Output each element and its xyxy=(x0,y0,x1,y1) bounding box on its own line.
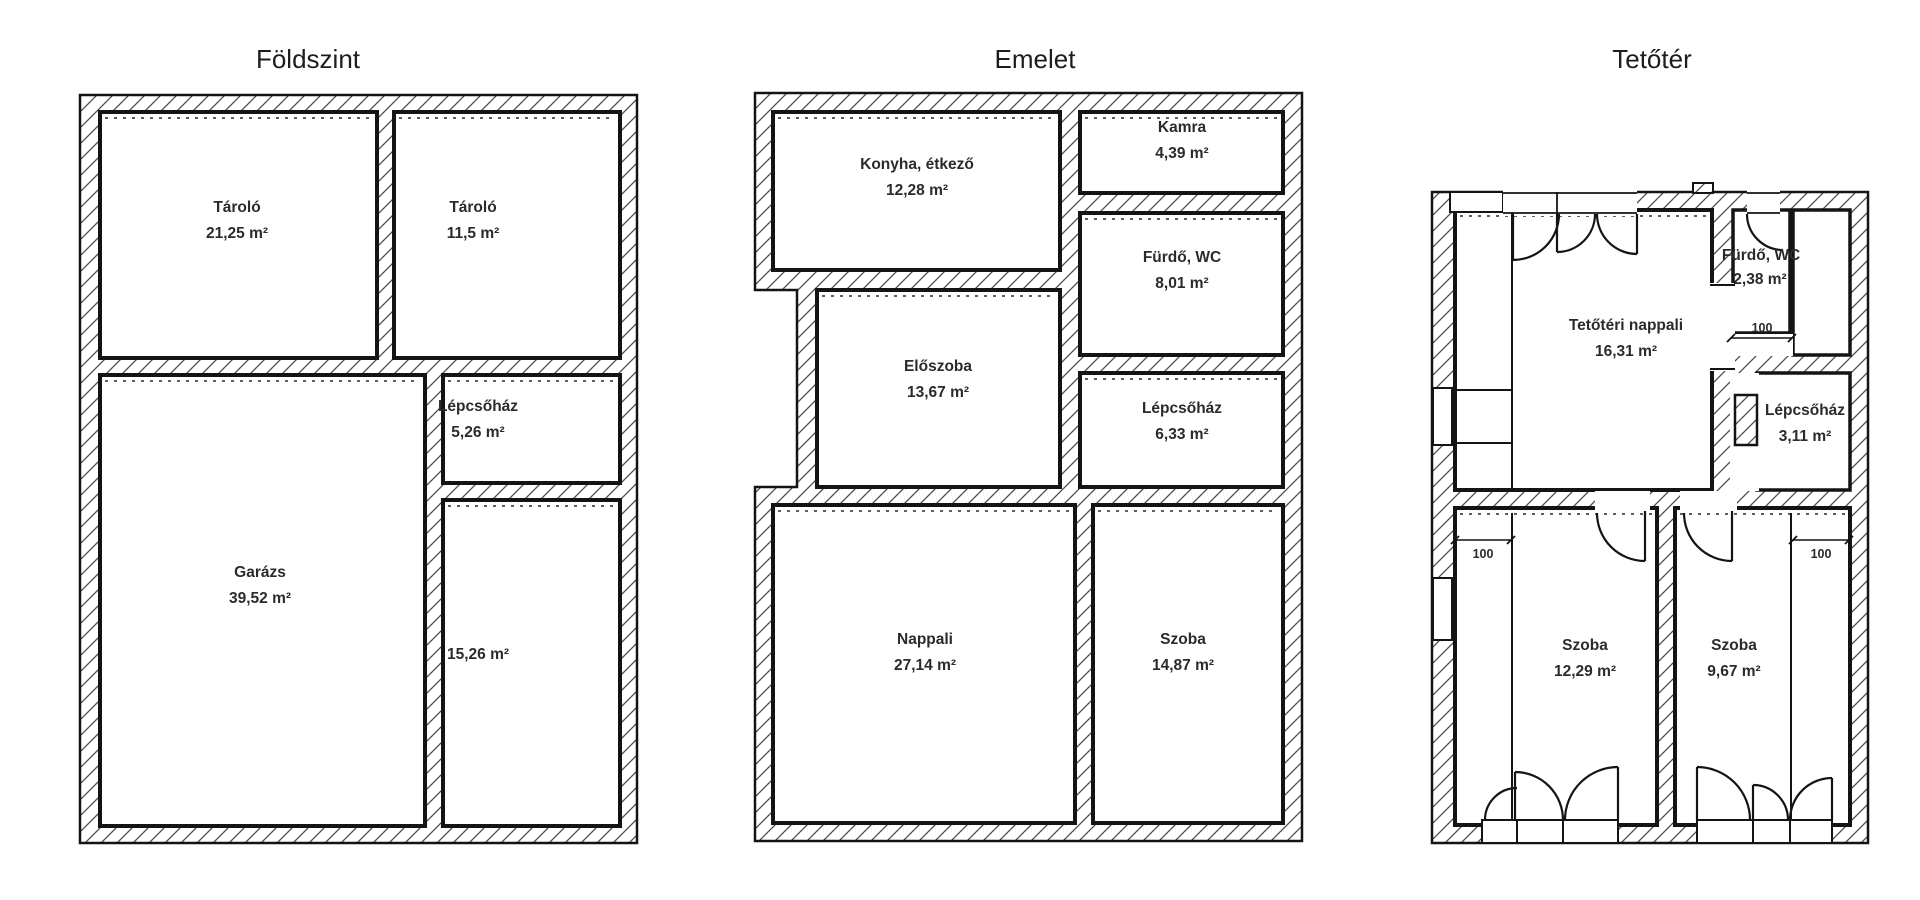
room-name-label: Kamra xyxy=(1158,119,1207,136)
room-tarolo-2 xyxy=(392,110,622,360)
door-gap-nappali-furdo xyxy=(1710,283,1735,371)
insulation-dashes-foldszint xyxy=(105,117,615,507)
room-name-label: Lépcsőház xyxy=(1142,400,1222,417)
room-1526 xyxy=(441,498,622,828)
room-lepcsohaz-foldszint xyxy=(441,373,622,485)
dimension-szoba-left: 100 xyxy=(1450,535,1516,561)
room-name-label: Fürdő, WC xyxy=(1143,249,1221,266)
room-lepcsohaz-tetoter xyxy=(1755,371,1852,492)
room-kamra xyxy=(1078,110,1285,195)
wall-stub xyxy=(1733,393,1759,447)
floorplan-emelet: Emelet Konyha, étkező 12,28 m² Kamra 4,3… xyxy=(753,44,1304,843)
room-area-label: 2,38 m² xyxy=(1733,271,1786,288)
window-left-2 xyxy=(1432,577,1453,641)
window-bottom-left-frame xyxy=(1516,820,1564,843)
room-melleklet xyxy=(1791,208,1852,357)
room-area-label: 5,26 m² xyxy=(451,424,504,441)
room-szoba-1229 xyxy=(1453,506,1659,827)
dimension-szoba-right: 100 xyxy=(1788,535,1854,561)
door-opening-szoba2 xyxy=(1680,491,1737,511)
room-area-label: 8,01 m² xyxy=(1155,275,1208,292)
floorplan-tetoter: Tetőtér xyxy=(1430,44,1870,845)
room-name-label: Tetőtéri nappali xyxy=(1569,317,1683,334)
room-name-label: Lépcsőház xyxy=(1765,402,1845,419)
room-konyha-etkezo xyxy=(771,110,1062,272)
room-area-label: 13,67 m² xyxy=(907,384,969,401)
door-opening-furdo xyxy=(1747,190,1780,216)
dimension-label-100: 100 xyxy=(1811,547,1832,561)
floorplan-foldszint: Földszint Tároló 21,25 m² Tároló 11,5 m²… xyxy=(78,44,639,845)
room-name-label: Garázs xyxy=(234,564,286,581)
room-lepcsohaz-emelet xyxy=(1078,371,1285,489)
room-area-label: 14,87 m² xyxy=(1152,657,1214,674)
window-top-left xyxy=(1449,191,1504,213)
room-garazs xyxy=(98,373,427,828)
room-area-label: 16,31 m² xyxy=(1595,343,1657,360)
door-opening-szoba1 xyxy=(1595,491,1650,511)
room-area-label: 12,28 m² xyxy=(886,182,948,199)
dimension-label-100: 100 xyxy=(1752,321,1773,335)
door-swing-arc-furdo xyxy=(1745,213,1784,252)
room-name-label: Lépcsőház xyxy=(438,398,518,415)
room-name-label: Tároló xyxy=(213,199,260,216)
room-name-label: Szoba xyxy=(1711,637,1757,654)
window-swing-arcs-right xyxy=(1695,765,1834,821)
room-area-label: 27,14 m² xyxy=(894,657,956,674)
room-name-label: Fürdő, WC xyxy=(1722,247,1800,264)
window-bottom-right-frame xyxy=(1752,820,1791,843)
floor-title-foldszint: Földszint xyxy=(256,44,361,74)
door-opening-top xyxy=(1503,190,1637,216)
room-tarolo-1 xyxy=(98,110,379,360)
room-name-label: Szoba xyxy=(1562,637,1608,654)
room-area-label: 6,33 m² xyxy=(1155,426,1208,443)
room-area-label: 9,67 m² xyxy=(1707,663,1760,680)
room-name-label: Nappali xyxy=(897,631,953,648)
room-nappali xyxy=(771,503,1077,825)
room-name-label: Szoba xyxy=(1160,631,1206,648)
window-swing-arcs-left xyxy=(1483,765,1620,821)
room-furdo-wc-emelet xyxy=(1078,211,1285,357)
room-area-label: 21,25 m² xyxy=(206,225,268,242)
window-left-1 xyxy=(1432,387,1453,446)
floor-title-tetoter: Tetőtér xyxy=(1612,44,1692,74)
room-name-label: Előszoba xyxy=(904,358,972,375)
room-area-label: 4,39 m² xyxy=(1155,145,1208,162)
room-tetoteri-nappali xyxy=(1453,208,1714,492)
room-area-label: 15,26 m² xyxy=(447,646,509,663)
room-area-label: 11,5 m² xyxy=(447,225,500,242)
dimension-furdo: 100 xyxy=(1726,321,1797,343)
room-area-label: 39,52 m² xyxy=(229,590,291,607)
window-bottom-left xyxy=(1481,819,1619,844)
room-area-label: 3,11 m² xyxy=(1779,428,1832,445)
room-szoba-967 xyxy=(1673,506,1852,827)
window-bottom-right xyxy=(1696,819,1833,844)
dim-zone xyxy=(1729,334,1793,356)
room-name-label: Tároló xyxy=(449,199,496,216)
insulation-dashes-emelet xyxy=(778,117,1278,512)
floor-title-emelet: Emelet xyxy=(995,44,1077,74)
door-swing-arcs-szoba xyxy=(1595,511,1734,563)
insulation-dashes-tetoter xyxy=(1460,215,1845,515)
door-opening-top-frame xyxy=(1503,192,1637,214)
knee-wall-lines xyxy=(1452,212,1792,823)
room-eloszoba xyxy=(815,288,1062,489)
door-opening-furdo-frame xyxy=(1747,192,1780,214)
room-area-label: 12,29 m² xyxy=(1554,663,1616,680)
dimension-label-100: 100 xyxy=(1473,547,1494,561)
room-szoba-emelet xyxy=(1091,503,1285,825)
room-name-label: Konyha, étkező xyxy=(860,156,974,173)
chimney-stub xyxy=(1692,182,1714,194)
